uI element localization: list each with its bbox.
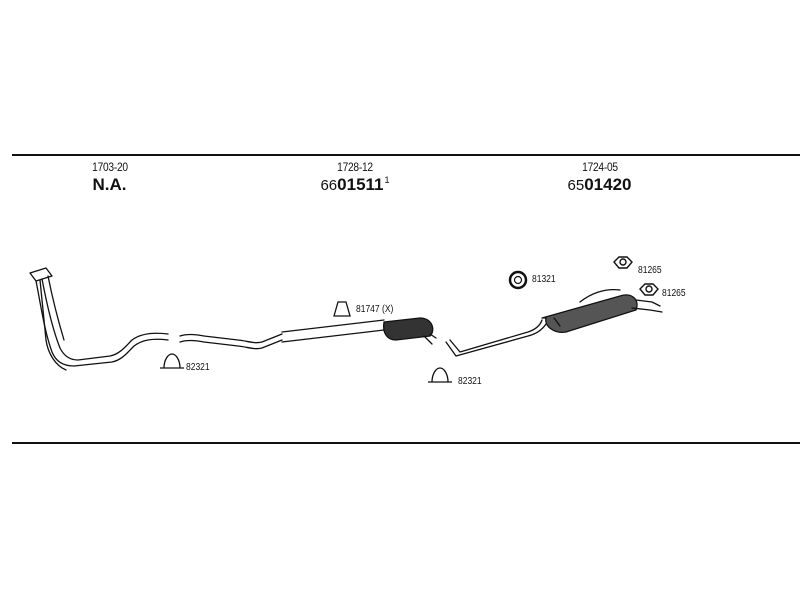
section-ref-number: 1728-12 (337, 160, 373, 174)
section-rear-muffler: 1724-05 6501420 (520, 160, 680, 195)
nut-icon (639, 283, 659, 296)
bottom-divider-line (12, 442, 800, 444)
callout-nut-top: 81265 (638, 265, 662, 276)
rubber-hanger-icon (333, 301, 351, 317)
callout-sealing-ring: 81321 (532, 274, 556, 285)
section-ref-number: 1703-20 (92, 160, 128, 174)
callout-hanger: 81747 (X) (356, 304, 394, 315)
clamp-icon (428, 367, 452, 383)
section-part-number: N.A. (92, 175, 127, 194)
clamp-icon (160, 353, 184, 369)
sealing-ring-icon (508, 270, 528, 290)
section-part-number: 66015111 (320, 175, 390, 194)
section-front-pipe: 1703-20 N.A. (30, 160, 190, 195)
section-ref-number: 1724-05 (582, 160, 618, 174)
middle-pipe (179, 317, 437, 350)
section-part-number: 6501420 (567, 175, 632, 194)
front-downpipe (29, 267, 169, 371)
section-middle-pipe: 1728-12 66015111 (275, 160, 435, 195)
rear-muffler (445, 288, 663, 357)
nut-icon (613, 256, 633, 269)
top-divider-line (12, 154, 800, 156)
callout-clamp-front: 82321 (186, 362, 210, 373)
callout-nut-bottom: 81265 (662, 288, 686, 299)
callout-clamp-rear: 82321 (458, 376, 482, 387)
